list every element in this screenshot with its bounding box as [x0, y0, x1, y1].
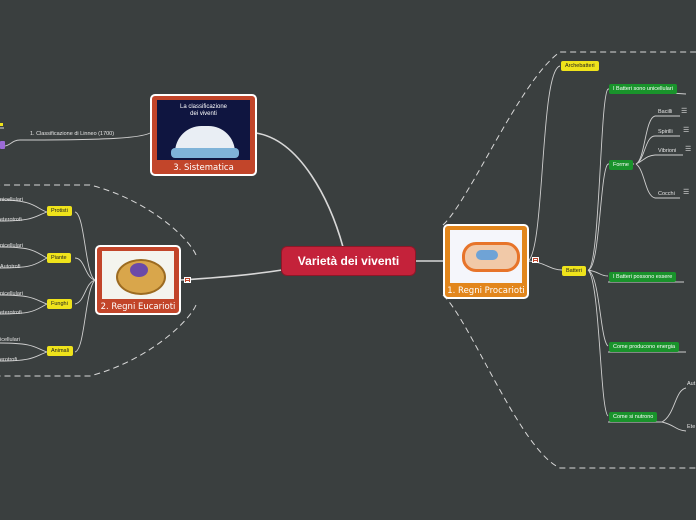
- central-topic[interactable]: Varietà dei viventi: [282, 247, 415, 275]
- shape-vibrioni[interactable]: Vibrioni: [658, 148, 677, 154]
- tag-animali[interactable]: Animali: [47, 346, 74, 356]
- sistematica-image: La classificazione dei viventi: [157, 100, 250, 160]
- node-eucarioti[interactable]: 2. Regni Eucarioti: [95, 245, 181, 315]
- image-title-line2: dei viventi: [190, 111, 217, 117]
- shape-bacilli[interactable]: Bacilli: [658, 109, 673, 115]
- leaf-funghi-2[interactable]: eterotrofi: [0, 310, 22, 316]
- tag-protisti[interactable]: Protisti: [47, 206, 72, 216]
- sistematica-caption: 3. Sistematica: [173, 163, 234, 173]
- vibrioni-notes-icon[interactable]: ☰: [685, 146, 692, 153]
- node-procarioti[interactable]: 1. Regni Procarioti: [443, 224, 529, 299]
- leaf-eterotrofi-partial[interactable]: Ete: [687, 424, 696, 430]
- leaf-animali-2[interactable]: erotrofi: [0, 357, 18, 363]
- leaf-piante-1[interactable]: nicellulari: [0, 243, 23, 249]
- leaf-animali-1[interactable]: icellulari: [0, 337, 20, 343]
- node-sistematica[interactable]: La classificazione dei viventi 3. Sistem…: [150, 94, 257, 176]
- leaf-autotrofi-partial[interactable]: Aut: [687, 381, 696, 387]
- leaf-protisti-1[interactable]: nicellulari: [0, 197, 23, 203]
- illustration-base: [171, 148, 239, 158]
- tag-piante[interactable]: Piante: [47, 253, 71, 263]
- shape-spirilli[interactable]: Spirilli: [658, 129, 673, 135]
- image-title-line1: La classificazione: [179, 104, 228, 110]
- procarioti-caption: 1. Regni Procarioti: [447, 286, 525, 296]
- sistematica-image-title: La classificazione dei viventi: [157, 104, 250, 118]
- tag-forme[interactable]: Forme: [609, 160, 633, 170]
- tag-possono[interactable]: I Batteri possono essere: [609, 272, 677, 282]
- tag-unicellulari[interactable]: I Batteri sono unicellulari: [609, 84, 677, 94]
- left-edge-badge: [0, 141, 5, 149]
- branch-linneo[interactable]: 1. Classificazione di Linneo (1700): [30, 131, 115, 137]
- bacterium-illustration: [462, 242, 520, 272]
- tag-funghi[interactable]: Funghi: [47, 299, 72, 309]
- eucarioti-image: [102, 251, 174, 299]
- leaf-funghi-1[interactable]: nicellulari: [0, 291, 23, 297]
- cocchi-notes-icon[interactable]: ☰: [683, 189, 690, 196]
- spirilli-notes-icon[interactable]: ☰: [683, 127, 690, 134]
- procarioti-note-icon[interactable]: [532, 257, 539, 263]
- tag-batteri[interactable]: Batteri: [562, 266, 586, 276]
- eucarioti-note-icon[interactable]: [184, 277, 191, 283]
- leaf-protisti-2[interactable]: eterotrofi: [0, 217, 22, 223]
- eucarioti-caption: 2. Regni Eucarioti: [100, 302, 176, 312]
- left-edge-marker: [0, 123, 3, 126]
- bacterium-nucleoid: [476, 250, 498, 260]
- procarioti-image: [450, 230, 522, 283]
- tag-archebatteri[interactable]: Archebatteri: [561, 61, 599, 71]
- shape-cocchi[interactable]: Cocchi: [658, 191, 675, 197]
- cell-nucleus: [130, 263, 148, 277]
- tag-energia[interactable]: Come producono energia: [609, 342, 680, 352]
- tag-nutrono[interactable]: Come si nutrono: [609, 412, 658, 422]
- bacilli-notes-icon[interactable]: ☰: [681, 108, 688, 115]
- central-topic-label: Varietà dei viventi: [297, 254, 400, 268]
- leaf-piante-2[interactable]: Autotrofi: [0, 264, 21, 270]
